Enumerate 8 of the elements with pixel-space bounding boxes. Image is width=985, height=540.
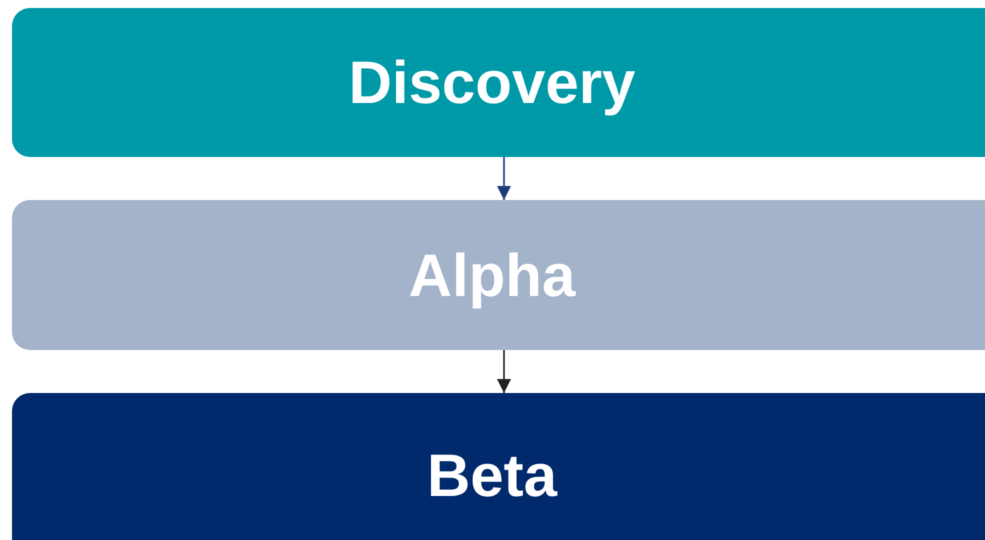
arrow: [497, 157, 511, 200]
stage-box: [12, 8, 985, 157]
stage-label: Alpha: [408, 240, 576, 310]
stage-label: Beta: [426, 441, 558, 510]
stage-box: [12, 393, 985, 540]
stage-label: Discovery: [348, 48, 636, 117]
stage-box: [12, 200, 985, 350]
arrow: [497, 350, 511, 393]
